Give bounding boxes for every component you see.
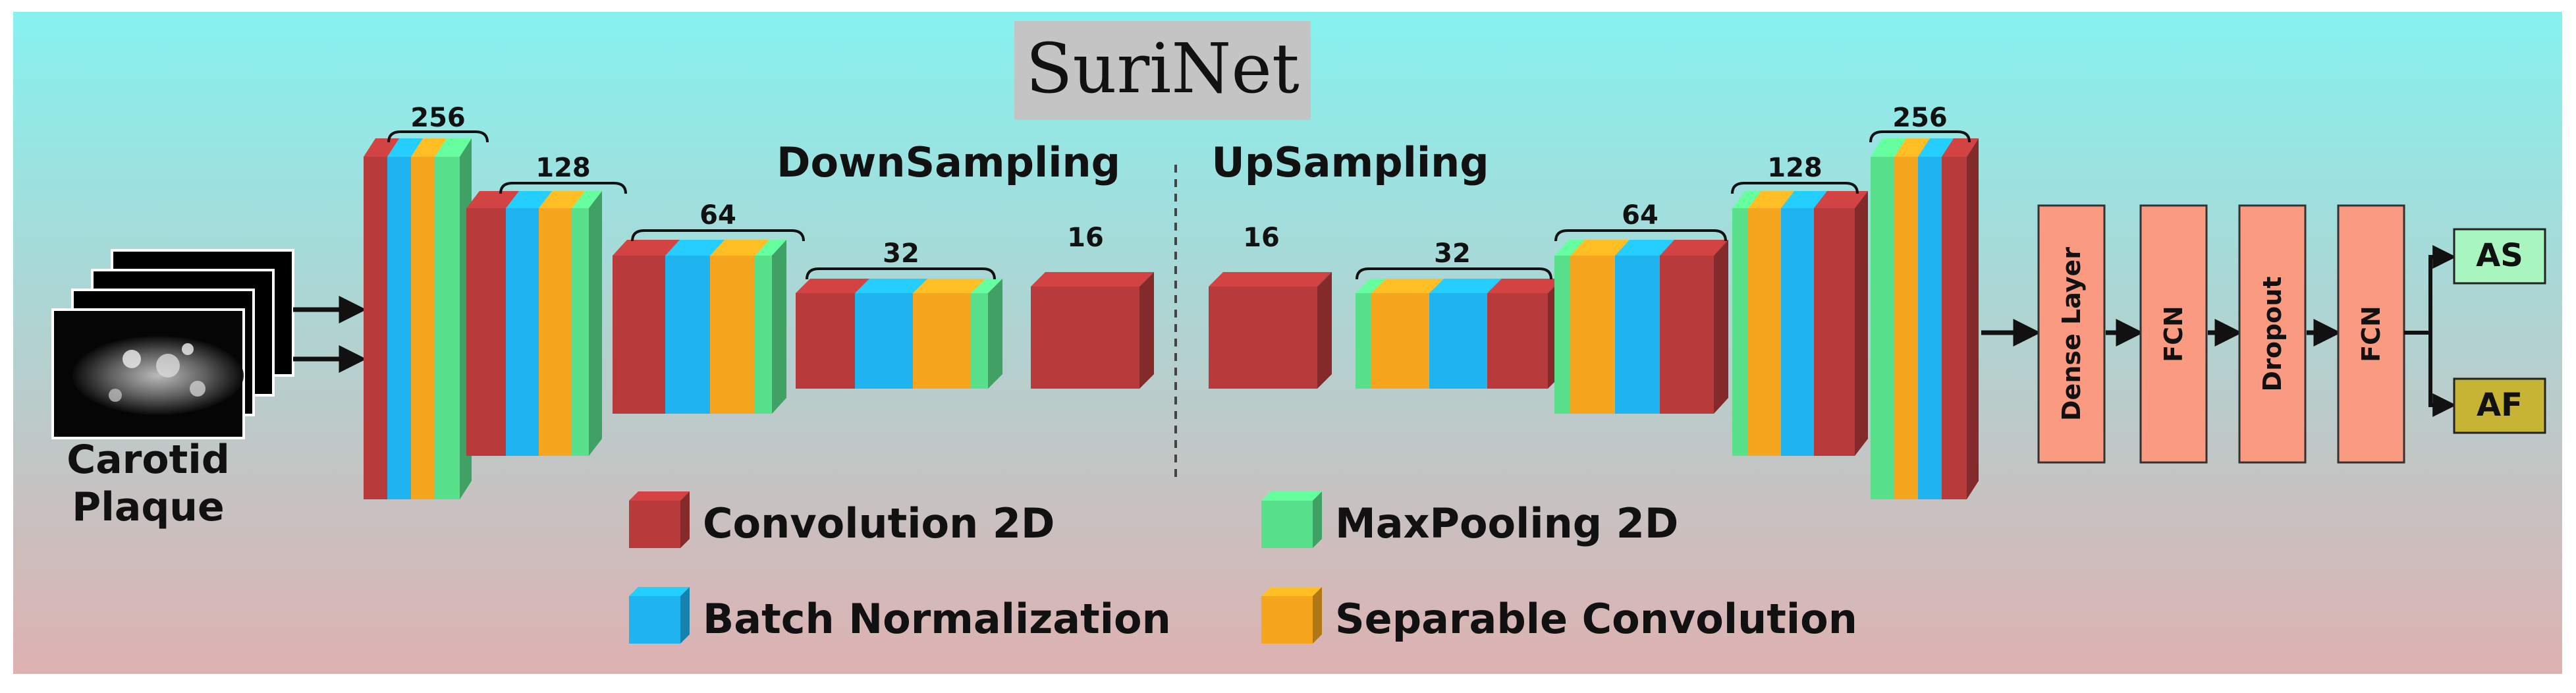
bottleneck-right-conv2d-1 xyxy=(1209,272,1332,389)
brace-128-left xyxy=(499,182,627,194)
legend-label-maxpooling-2d: MaxPooling 2D xyxy=(1335,499,1678,547)
encoder-block-32-maxpool-4 xyxy=(971,279,1002,389)
output-as: AS xyxy=(2453,228,2546,285)
bottleneck-left xyxy=(1031,272,1154,389)
legend-label-batch-normalization: Batch Normalization xyxy=(703,595,1171,643)
legend-swatch-batch-normalization xyxy=(629,587,690,644)
brace-128-right xyxy=(1731,182,1859,194)
encoder-block-32 xyxy=(796,279,1002,389)
input-image-stack xyxy=(51,249,294,439)
filter-label-64-right: 64 xyxy=(1622,200,1658,231)
input-label-carotid: Carotid xyxy=(67,437,230,483)
legend-swatch-convolution-2d xyxy=(629,491,690,548)
legend: Convolution 2D MaxPooling 2D Batch Normali… xyxy=(629,491,1857,644)
filter-label-32-right: 32 xyxy=(1434,238,1471,269)
decoder-block-128-conv2d-4 xyxy=(1814,191,1868,456)
dense-block-dense-layer-1: Dense Layer xyxy=(2037,204,2106,464)
input-label-plaque: Plaque xyxy=(72,484,224,530)
filter-label-64-left: 64 xyxy=(699,200,736,231)
decoder-block-64-conv2d-4 xyxy=(1660,240,1728,414)
decoder-block-256-conv2d-4 xyxy=(1942,138,1979,499)
encoder-block-256-maxpool-4 xyxy=(435,138,472,499)
filter-label-128-right: 128 xyxy=(1767,153,1822,183)
classification-head: Dense Layer FCN Dropout FCN AS AF xyxy=(1981,204,2546,464)
brace-32-right xyxy=(1356,267,1552,280)
decoder-block-256 xyxy=(1871,138,1979,499)
output-af-label: AF xyxy=(2477,387,2523,424)
downsampling-label: DownSampling xyxy=(777,138,1120,186)
dense-block-fcn-4-label: FCN xyxy=(2357,306,2386,362)
legend-item-batch-normalization: Batch Normalization xyxy=(629,587,1171,644)
title-box xyxy=(1014,21,1311,120)
encoder-block-64 xyxy=(613,240,786,414)
filter-label-16-left: 16 xyxy=(1067,223,1104,253)
encoder-block-128-maxpool-4 xyxy=(572,191,602,456)
legend-item-separable-convolution: Separable Convolution xyxy=(1261,587,1857,644)
filter-label-16-right: 16 xyxy=(1243,223,1280,253)
dense-block-fcn-4: FCN xyxy=(2337,204,2405,464)
brace-32-left xyxy=(806,267,996,280)
brace-64-left xyxy=(631,229,805,242)
bottleneck-left-conv2d-1 xyxy=(1031,272,1154,389)
filter-label-128-left: 128 xyxy=(535,153,591,183)
filter-label-256-right: 256 xyxy=(1892,103,1948,133)
decoder-block-32 xyxy=(1356,279,1562,389)
legend-item-convolution-2d: Convolution 2D xyxy=(629,491,1055,548)
legend-swatch-separable-convolution xyxy=(1261,587,1322,644)
dense-block-dropout-3-label: Dropout xyxy=(2258,277,2287,392)
brace-256-left xyxy=(387,130,489,143)
layer-blocks xyxy=(364,138,1979,499)
encoder-block-128 xyxy=(466,191,602,456)
filter-label-256-left: 256 xyxy=(410,103,466,133)
legend-label-convolution-2d: Convolution 2D xyxy=(703,499,1055,547)
decoder-block-32-conv2d-4 xyxy=(1487,279,1562,389)
encoder-block-64-maxpool-4 xyxy=(755,240,786,414)
bottleneck-right xyxy=(1209,272,1332,389)
dense-block-fcn-2-label: FCN xyxy=(2159,306,2188,362)
title-text: SuriNet xyxy=(1026,28,1300,109)
filter-label-32-left: 32 xyxy=(883,238,919,269)
brace-64-right xyxy=(1554,229,1727,242)
dense-block-dropout-3: Dropout xyxy=(2238,204,2307,464)
output-af: AF xyxy=(2453,377,2546,434)
filter-size-braces: 256 128 64 32 16 16 32 64 128 256 xyxy=(387,103,1971,280)
dense-block-dense-layer-1-label: Dense Layer xyxy=(2057,247,2086,421)
encoder-block-256 xyxy=(364,138,472,499)
dense-block-fcn-2: FCN xyxy=(2139,204,2208,464)
legend-swatch-maxpooling-2d xyxy=(1261,491,1322,548)
decoder-block-64 xyxy=(1554,240,1728,414)
output-as-label: AS xyxy=(2476,237,2523,274)
decoder-block-128 xyxy=(1732,191,1868,456)
legend-item-maxpooling-2d: MaxPooling 2D xyxy=(1261,491,1678,548)
upsampling-label: UpSampling xyxy=(1211,138,1489,186)
legend-label-separable-convolution: Separable Convolution xyxy=(1335,595,1857,643)
brace-256-right xyxy=(1869,130,1971,143)
